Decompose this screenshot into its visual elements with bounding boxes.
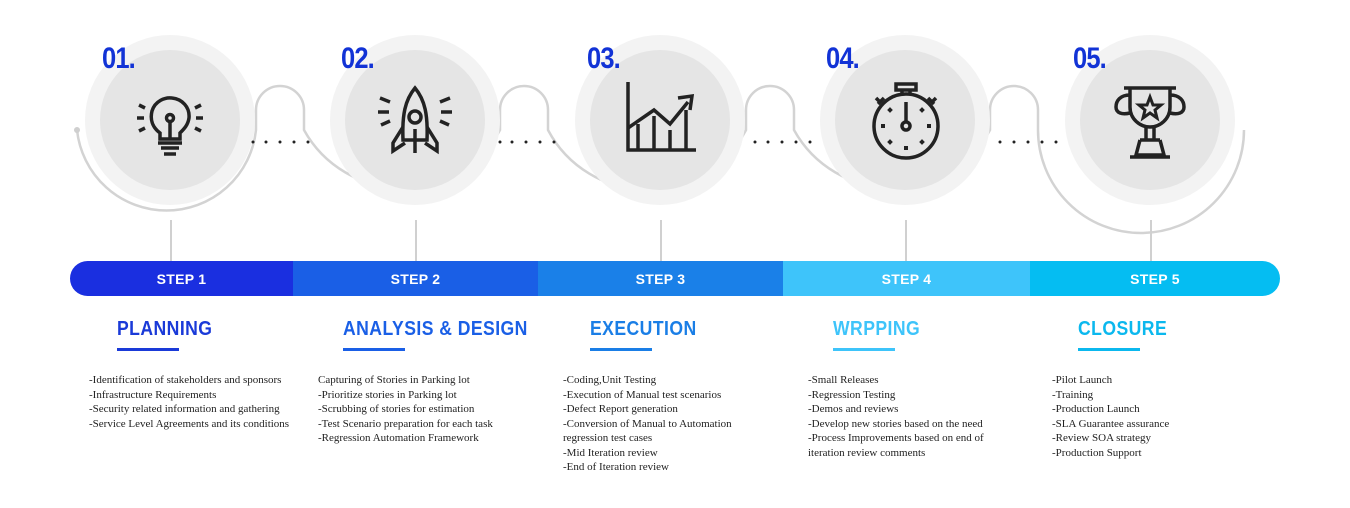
step-2-underline (343, 348, 405, 351)
step-5-list: -Pilot Launch -Training -Production Laun… (1052, 373, 1169, 460)
step-1-title: PLANNING (117, 318, 213, 340)
step-5-number: 05. (1073, 42, 1107, 75)
step-2-label: STEP 2 (390, 270, 441, 287)
list-item: -Production Support (1052, 446, 1142, 459)
list-item: -Prioritize stories in Parking lot (318, 388, 457, 401)
list-item: -Conversion of Manual to Automation (563, 417, 732, 430)
trophy-icon (1114, 86, 1186, 159)
step-1-list: -Identification of stakeholders and spon… (89, 373, 289, 431)
step-2-segment[interactable]: STEP 2 (293, 261, 538, 296)
list-item: -Regression Testing (808, 388, 896, 401)
list-item: regression test cases (563, 432, 653, 444)
step-3-circle-inner (590, 50, 730, 190)
step-5-segment[interactable]: STEP 5 (1030, 261, 1280, 296)
growth-chart-icon (626, 82, 696, 152)
stopwatch-icon (872, 82, 940, 160)
list-item: -Coding,Unit Testing (563, 374, 657, 386)
list-item: -Execution of Manual test scenarios (563, 388, 722, 401)
step-4-segment[interactable]: STEP 4 (783, 261, 1030, 296)
list-item: Capturing of Stories in Parking lot (318, 374, 470, 386)
step-3-underline (590, 348, 652, 351)
list-item: -Service Level Agreements and its condit… (89, 417, 290, 430)
steps-progress-bar: STEP 1 STEP 2 STEP 3 STEP 4 STEP 5 (70, 261, 1280, 296)
step-1-number: 01. (102, 42, 136, 75)
step-3-label: STEP 3 (635, 270, 686, 287)
list-item: -Develop new stories based on the need (808, 417, 983, 430)
list-item: -Regression Automation Framework (318, 432, 479, 444)
step-4-title: WRPPING (833, 318, 921, 340)
list-item: -Mid Iteration review (563, 446, 658, 459)
step-1-label: STEP 1 (156, 270, 207, 287)
list-item: -Security related information and gather… (89, 403, 280, 415)
lightbulb-icon (137, 96, 203, 156)
step-5-circle-inner (1080, 50, 1220, 190)
step-5-label: STEP 5 (1130, 270, 1180, 287)
list-item: -Identification of stakeholders and spon… (89, 374, 282, 386)
list-item: -Infrastructure Requirements (89, 388, 217, 401)
step-4-label: STEP 4 (881, 270, 932, 287)
step-3-list: -Coding,Unit Testing -Execution of Manua… (563, 373, 732, 475)
list-item: -Training (1052, 388, 1094, 401)
step-3-title: EXECUTION (590, 318, 697, 340)
step-1-segment[interactable]: STEP 1 (70, 261, 293, 296)
list-item: -Process Improvements based on end of (808, 432, 984, 444)
step-4-number: 04. (826, 42, 860, 75)
step-3-segment[interactable]: STEP 3 (538, 261, 783, 296)
list-item: -SLA Guarantee assurance (1052, 417, 1170, 430)
list-item: -End of Iteration review (563, 461, 669, 473)
list-item: -Pilot Launch (1052, 374, 1113, 386)
step-2-circle-inner (345, 50, 485, 190)
step-1-underline (117, 348, 179, 351)
step-2-list: Capturing of Stories in Parking lot -Pri… (318, 373, 493, 446)
list-item: -Review SOA strategy (1052, 432, 1151, 444)
list-item: -Small Releases (808, 374, 879, 386)
step-4-list: -Small Releases -Regression Testing -Dem… (808, 373, 984, 460)
list-item: -Test Scenario preparation for each task (318, 417, 493, 430)
list-item: -Scrubbing of stories for estimation (318, 403, 475, 415)
list-item: -Defect Report generation (563, 403, 678, 415)
list-item: -Production Launch (1052, 403, 1140, 415)
step-2-number: 02. (341, 42, 375, 75)
step-3-number: 03. (587, 42, 621, 75)
step-4-underline (833, 348, 895, 351)
step-5-title: CLOSURE (1078, 318, 1168, 340)
rocket-icon (378, 85, 452, 155)
list-item: iteration review comments (808, 446, 926, 459)
list-item: -Demos and reviews (808, 403, 899, 415)
step-5-underline (1078, 348, 1140, 351)
step-2-title: ANALYSIS & DESIGN (343, 318, 528, 340)
